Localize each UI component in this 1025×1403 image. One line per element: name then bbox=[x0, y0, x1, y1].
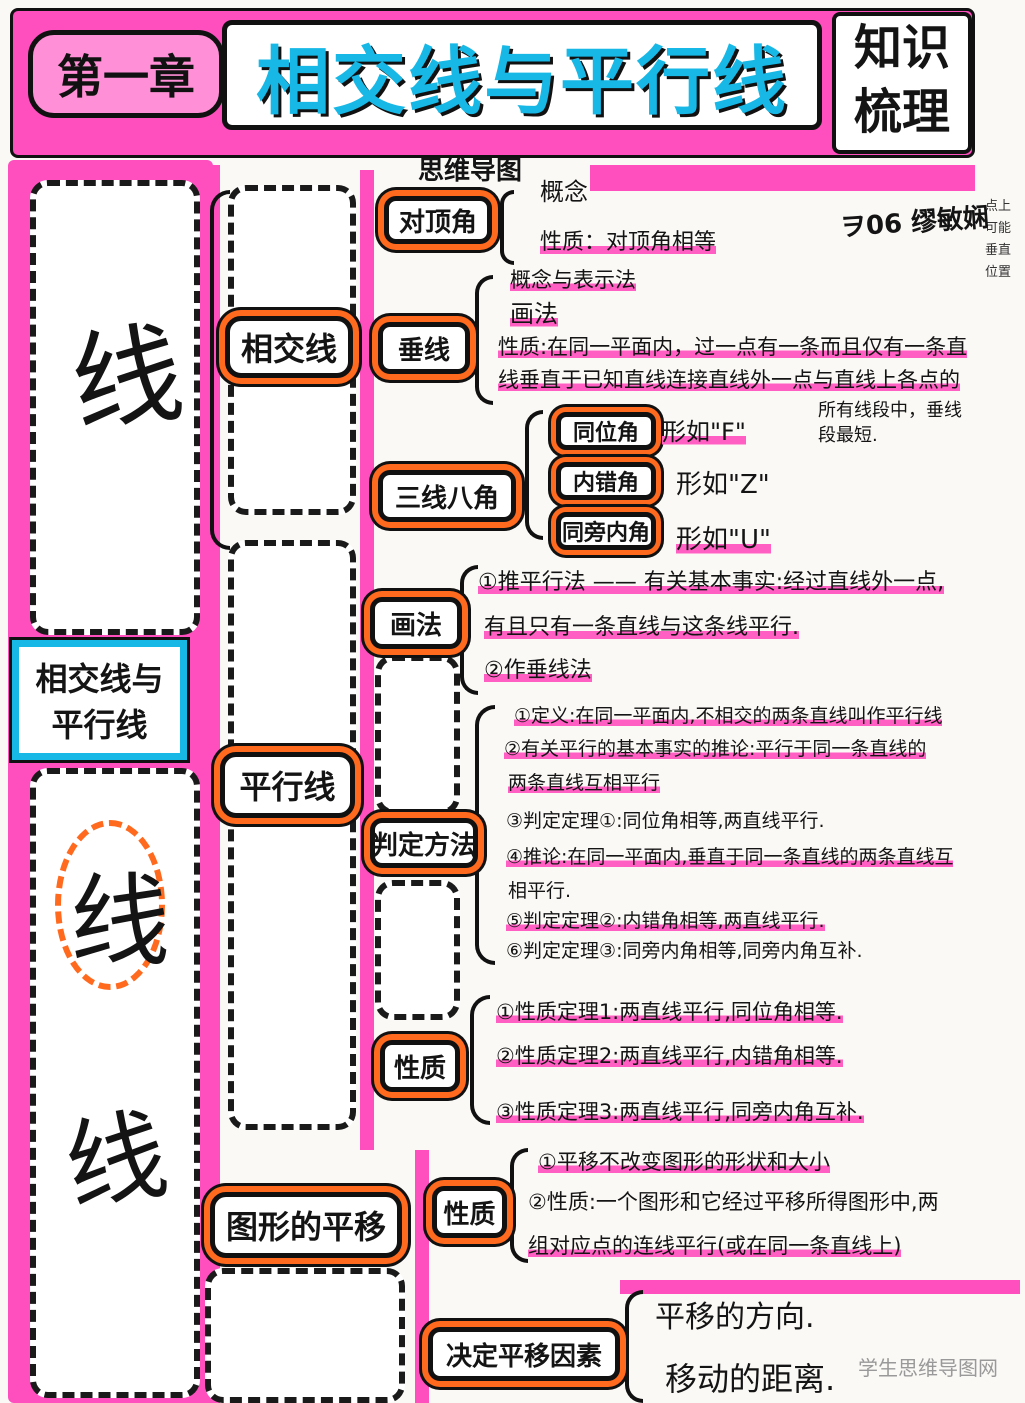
column3-pink-strip bbox=[360, 170, 374, 1150]
column3-panel-b bbox=[375, 880, 460, 1020]
shape-u: 形如"U" bbox=[676, 525, 771, 557]
va-property: 性质：对顶角相等 bbox=[540, 230, 717, 257]
criteria-6: 相平行. bbox=[508, 880, 572, 902]
criteria-1: ①定义:在同一平面内,不相交的两条直线叫作平行线 bbox=[514, 705, 943, 728]
node-intersecting: 相交线 bbox=[225, 316, 353, 378]
margin-snippet-line: 垂直 bbox=[985, 243, 1012, 258]
trans-factor-2: 移动的距离. bbox=[665, 1360, 836, 1398]
perp-draw: 画法 bbox=[510, 300, 558, 329]
node-alternate: 内错角 bbox=[556, 462, 656, 500]
margin-snippet-line: 点上 bbox=[985, 199, 1012, 214]
side-note: ヲ06 缪敏娴 bbox=[839, 202, 991, 244]
shape-f: 形如"F" bbox=[662, 418, 746, 447]
bracket-criteria bbox=[475, 705, 495, 965]
root-node: 相交线与 平行线 bbox=[9, 637, 190, 763]
criteria-7: ⑤判定定理②:内错角相等,两直线平行. bbox=[506, 910, 825, 933]
bracket-threelines bbox=[525, 410, 543, 540]
margin-snippet-line: 可能 bbox=[985, 221, 1012, 236]
perp-prop-3: 所有线段中，垂线 bbox=[818, 400, 962, 421]
mindmap-label: 思维导图 bbox=[417, 156, 522, 186]
bracket-draw bbox=[460, 565, 478, 695]
node-parallel: 平行线 bbox=[220, 752, 355, 818]
trans-prop-1: ①平移不改变图形的形状和大小 bbox=[538, 1150, 830, 1176]
summary-box: 知识 梳理 bbox=[832, 12, 972, 154]
root-node-line-1: 相交线与 bbox=[35, 660, 164, 698]
bracket-tf bbox=[625, 1290, 643, 1403]
node-properties: 性质 bbox=[380, 1040, 460, 1092]
root-node-line-2: 平行线 bbox=[51, 706, 148, 744]
watermark: 学生思维导图网 bbox=[858, 1356, 998, 1380]
bracket-tp bbox=[510, 1148, 528, 1263]
right-highlight-bottom bbox=[620, 1280, 1020, 1294]
node-vertical-angles: 对顶角 bbox=[384, 196, 492, 244]
column2-pink-strip bbox=[200, 165, 220, 1403]
margin-snippet-line: 位置 bbox=[985, 265, 1012, 280]
column2-panel-c bbox=[205, 1268, 405, 1403]
node-perpendicular: 垂线 bbox=[378, 322, 470, 374]
trans-prop-2: ②性质:一个图形和它经过平移所得图形中,两 bbox=[528, 1190, 939, 1214]
draw-2: 有且只有一条直线与这条线平行. bbox=[484, 615, 799, 642]
node-trans-factors: 决定平移因素 bbox=[428, 1327, 620, 1381]
node-drawing: 画法 bbox=[370, 597, 462, 649]
perp-concept: 概念与表示法 bbox=[510, 268, 636, 294]
deco-lines-symbol: 线 bbox=[63, 308, 191, 451]
node-corresponding: 同位角 bbox=[556, 412, 656, 450]
node-trans-props: 性质 bbox=[432, 1186, 507, 1238]
criteria-5: ④推论:在同一平面内,垂直于同一条直线的两条直线互 bbox=[506, 846, 954, 869]
title-box: 相交线与平行线 bbox=[222, 20, 822, 130]
criteria-3: 两条直线互相平行 bbox=[508, 772, 661, 795]
chapter-badge: 第一章 bbox=[28, 30, 224, 118]
deco-panel-top bbox=[30, 180, 200, 635]
node-translation: 图形的平移 bbox=[210, 1192, 402, 1258]
deco-parallel-symbol bbox=[55, 820, 165, 990]
node-three-lines: 三线八角 bbox=[378, 470, 516, 522]
property-2: ②性质定理2:两直线平行,内错角相等. bbox=[496, 1044, 843, 1070]
va-concept: 概念 bbox=[540, 178, 588, 206]
bracket-perp bbox=[475, 275, 493, 405]
perp-prop-1: 性质:在同一平面内，过一点有一条而且仅有一条直 bbox=[498, 335, 968, 361]
page-title: 相交线与平行线 bbox=[256, 38, 788, 125]
trans-prop-3: 组对应点的连线平行(或在同一条直线上) bbox=[528, 1234, 902, 1260]
column2-panel-b bbox=[228, 540, 356, 1130]
property-1: ①性质定理1:两直线平行,同位角相等. bbox=[496, 1000, 843, 1026]
chapter-label: 第一章 bbox=[57, 50, 195, 104]
deco-parallel-text: 线 bbox=[70, 863, 170, 980]
draw-3: ②作垂线法 bbox=[484, 658, 592, 685]
draw-1: ①推平行法 —— 有关基本事实:经过直线外一点, bbox=[478, 570, 945, 597]
right-highlight-top bbox=[590, 165, 975, 191]
node-criteria: 判定方法 bbox=[370, 818, 478, 868]
perp-prop-2: 线垂直于已知直线连接直线外一点与直线上各点的 bbox=[498, 368, 960, 394]
column3-panel-a bbox=[375, 655, 460, 815]
margin-snippet: 点上 可能 垂直 位置 bbox=[985, 196, 1025, 284]
trans-factor-1: 平移的方向. bbox=[655, 1300, 815, 1335]
criteria-2: ②有关平行的基本事实的推论:平行于同一条直线的 bbox=[504, 738, 927, 761]
bracket-props bbox=[470, 995, 490, 1125]
column3-pink-strip-lower bbox=[415, 1150, 429, 1403]
shape-z: 形如"Z" bbox=[676, 470, 770, 500]
node-co-interior: 同旁内角 bbox=[556, 512, 656, 550]
property-3: ③性质定理3:两直线平行,同旁内角互补. bbox=[496, 1100, 864, 1126]
criteria-8: ⑥判定定理③:同旁内角相等,同旁内角互补. bbox=[506, 940, 863, 962]
perp-prop-4: 段最短. bbox=[818, 425, 878, 446]
summary-line-1: 知识 bbox=[853, 20, 950, 76]
criteria-4: ③判定定理①:同位角相等,两直线平行. bbox=[506, 810, 825, 832]
summary-line-2: 梳理 bbox=[853, 84, 950, 140]
bracket-va bbox=[500, 190, 514, 265]
